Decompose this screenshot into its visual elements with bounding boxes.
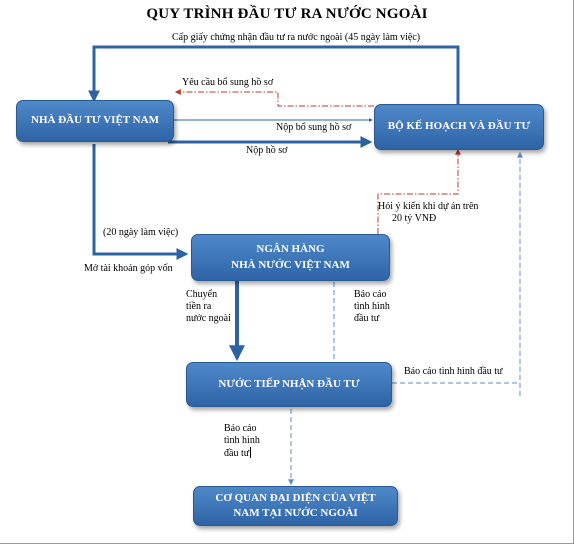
label-bank-report: Báo cáo tình hình đầu tư [354,289,390,324]
label-certificate: Cấp giấy chứng nhận đầu tư ra nước ngoài… [172,32,421,43]
label-consult-line2: 20 tỷ VNĐ [392,212,437,224]
label-transfer-line1: Chuyển [186,289,218,300]
node-rep-line1: CƠ QUAN ĐẠI DIỆN CỦA VIỆT [215,492,376,505]
node-bank-line1: NGÂN HÀNG [256,242,325,255]
node-ministry: BỘ KẾ HOẠCH VÀ ĐẦU TƯ [374,104,544,150]
node-representative-agency: CƠ QUAN ĐẠI DIỆN CỦA VIỆT NAM TẠI NƯỚC N… [193,486,398,526]
node-host-country: NƯỚC TIẾP NHẬN ĐẦU TƯ [186,362,392,407]
edge-consult [375,148,461,239]
diagram-title: QUY TRÌNH ĐẦU TƯ RA NƯỚC NGOÀI [146,6,428,22]
label-rep-report-line3: đầu tư [224,447,250,459]
label-working-days: (20 ngày làm việc) [103,227,179,238]
edge-certificate [88,45,460,104]
label-consult-line1: Hỏi ý kiến khi dự án trên [378,201,479,212]
node-bank: NGÂN HÀNG NHÀ NƯỚC VIỆT NAM [191,234,390,281]
label-rep-report-line2: tình hình [224,434,260,446]
label-request-supplement: Yêu cầu bổ sung hồ sơ [182,77,274,88]
label-consult: Hỏi ý kiến khi dự án trên 20 tỷ VNĐ [378,201,478,225]
node-investor-label: NHÀ ĐẦU TƯ VIỆT NAM [31,114,159,127]
label-transfer-line3: nước ngoài [186,312,231,324]
label-submit-docs: Nộp hồ sơ [246,145,288,156]
node-investor: NHÀ ĐẦU TƯ VIỆT NAM [16,100,174,142]
label-rep-report: Báo cáo tình hình đầu tư [224,423,260,459]
label-bank-report-line2: tình hình [354,300,390,312]
label-open-account: Mở tài khoản góp vốn [84,263,173,274]
node-ministry-label: BỘ KẾ HOẠCH VÀ ĐẦU TƯ [387,120,531,133]
node-host-country-label: NƯỚC TIẾP NHẬN ĐẦU TƯ [218,377,360,390]
label-host-report: Báo cáo tình hình đầu tư [404,366,503,377]
label-bank-report-line3: đầu tư [354,312,380,324]
label-submit-supplement: Nộp bổ sung hồ sơ [276,122,352,133]
label-rep-report-line1: Báo cáo [224,423,257,434]
node-bank-line2: NHÀ NƯỚC VIỆT NAM [231,258,350,271]
text-cursor-icon [250,446,252,458]
label-bank-report-line1: Báo cáo [354,289,387,300]
edge-open-account [92,144,189,260]
node-rep-line2: NAM TẠI NƯỚC NGOÀI [233,507,358,519]
label-transfer-line2: tiền ra [186,300,212,312]
label-transfer: Chuyển tiền ra nước ngoài [186,289,231,324]
edge-request-supplement [174,89,374,107]
